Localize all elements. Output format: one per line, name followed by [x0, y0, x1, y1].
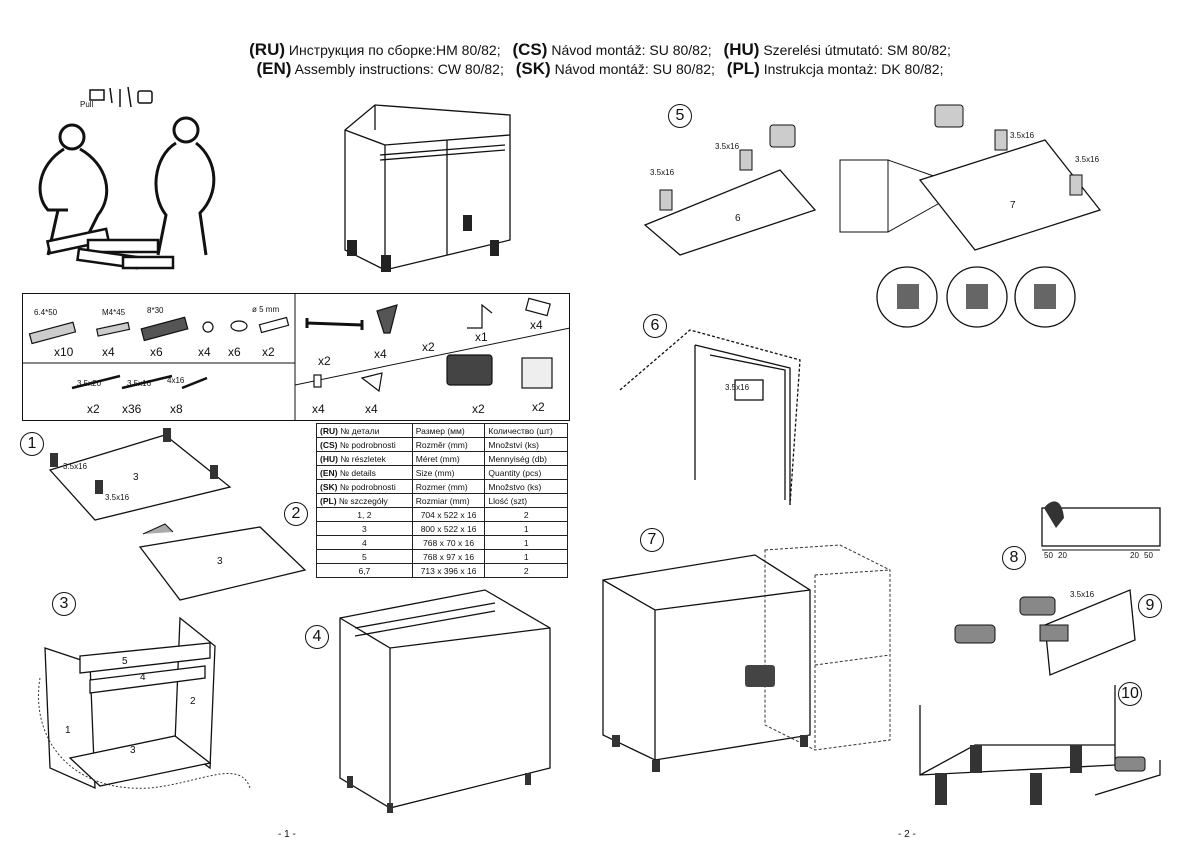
step-5-drawing: 3.5x16 3.5x16 6	[643, 124, 817, 256]
step-10-drawing	[919, 685, 1161, 805]
step-2-drawing: 3	[138, 523, 307, 601]
step-6-drawing: 3.5x16	[619, 329, 801, 506]
svg-text:x6: x6	[150, 345, 163, 359]
svg-text:3.5x16: 3.5x16	[1075, 155, 1100, 164]
hardware-list-box: 6.4*50 M4*45 8*30 ø 5 mm 3.5x20 3.5x16 4…	[22, 293, 571, 421]
step-5b-drawing: 3.5x16 3.5x16 7	[839, 104, 1102, 251]
svg-text:x4: x4	[312, 402, 325, 416]
step-4-drawing	[339, 589, 551, 813]
two-person-illustration: Pull	[38, 86, 216, 270]
step-5-marker: 5	[668, 104, 692, 128]
svg-text:x2: x2	[262, 345, 275, 359]
svg-text:x4: x4	[198, 345, 211, 359]
svg-text:x8: x8	[170, 402, 183, 416]
svg-text:5: 5	[122, 656, 128, 667]
step-9-drawing: 3.5x16	[954, 589, 1136, 676]
svg-text:8*30: 8*30	[147, 306, 164, 315]
svg-text:3.5x16: 3.5x16	[650, 168, 675, 177]
step-8-marker: 8	[1002, 546, 1026, 570]
step-4-marker: 4	[305, 625, 329, 649]
svg-text:6: 6	[735, 213, 741, 224]
svg-text:x2: x2	[532, 400, 545, 414]
step-3-marker: 3	[52, 592, 76, 616]
svg-text:x2: x2	[318, 354, 331, 368]
svg-text:4: 4	[140, 672, 146, 683]
svg-text:3: 3	[217, 556, 223, 567]
svg-text:x2: x2	[472, 402, 485, 416]
svg-text:x2: x2	[87, 402, 100, 416]
svg-text:x4: x4	[102, 345, 115, 359]
step-6-marker: 6	[643, 314, 667, 338]
svg-text:6.4*50: 6.4*50	[34, 308, 58, 317]
svg-text:50: 50	[1144, 551, 1153, 560]
svg-text:Pull: Pull	[80, 100, 94, 109]
svg-text:20: 20	[1058, 551, 1067, 560]
svg-text:x4: x4	[365, 402, 378, 416]
header-row-2: (EN) Assembly instructions: CW 80/82; (S…	[256, 59, 944, 78]
step-3-drawing: 1 2 3 4 5	[38, 616, 251, 790]
step-2-marker: 2	[284, 502, 308, 526]
page-number-1: - 1 -	[278, 829, 296, 840]
svg-text:x2: x2	[422, 340, 435, 354]
svg-text:x4: x4	[374, 347, 387, 361]
step-8-drawing: 50 20 20 50	[1041, 501, 1161, 560]
svg-text:x36: x36	[122, 402, 142, 416]
svg-text:1: 1	[65, 725, 71, 736]
svg-text:2: 2	[190, 696, 196, 707]
step-7-drawing	[602, 544, 891, 772]
svg-text:x6: x6	[228, 345, 241, 359]
page-number-2: - 2 -	[898, 829, 916, 840]
tools-icon	[89, 86, 153, 108]
svg-text:3.5x16: 3.5x16	[127, 379, 152, 388]
svg-text:3.5x16: 3.5x16	[715, 142, 740, 151]
svg-text:4x16: 4x16	[167, 376, 185, 385]
svg-text:50: 50	[1044, 551, 1053, 560]
step-7-marker: 7	[640, 528, 664, 552]
svg-text:x4: x4	[530, 318, 543, 332]
svg-text:20: 20	[1130, 551, 1139, 560]
svg-text:M4*45: M4*45	[102, 308, 126, 317]
svg-text:3.5x16: 3.5x16	[725, 383, 750, 392]
svg-text:3.5x20: 3.5x20	[77, 379, 102, 388]
cabinet-overview-drawing	[344, 104, 511, 272]
svg-text:3: 3	[130, 745, 136, 756]
hinge-adjust-drawing	[876, 266, 1076, 328]
svg-text:ø 5 mm: ø 5 mm	[252, 305, 279, 314]
svg-text:3.5x16: 3.5x16	[1010, 131, 1035, 140]
step-1-drawing: 3.5x16 3.5x16 3	[48, 428, 232, 521]
svg-text:3.5x16: 3.5x16	[105, 493, 130, 502]
header-row-1: (RU) Инструкция по сборке:HM 80/82; (CS)…	[249, 40, 951, 59]
step-1-marker: 1	[20, 432, 44, 456]
step-9-marker: 9	[1138, 594, 1162, 618]
svg-text:3.5x16: 3.5x16	[1070, 590, 1095, 599]
svg-text:7: 7	[1010, 200, 1016, 211]
svg-text:3: 3	[133, 472, 139, 483]
svg-text:3.5x16: 3.5x16	[63, 462, 88, 471]
svg-text:x10: x10	[54, 345, 74, 359]
svg-text:x1: x1	[475, 330, 488, 344]
step-10-marker: 10	[1118, 682, 1142, 706]
